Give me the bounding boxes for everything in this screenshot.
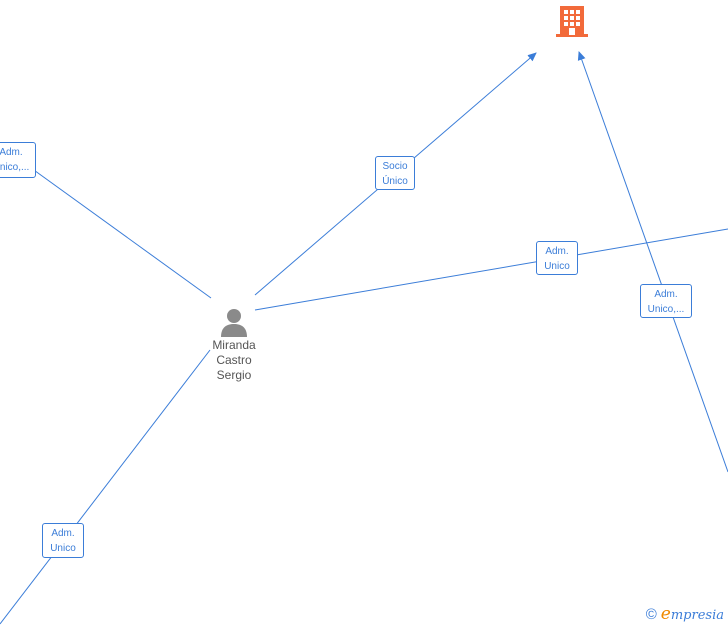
edge-label-adm-unico-company[interactable]: Adm. Unico,...	[640, 284, 692, 318]
person-name-line: Sergio	[216, 368, 252, 382]
edge-label-socio-unico[interactable]: Socio Único	[375, 156, 415, 190]
company-node[interactable]	[555, 3, 589, 37]
edge-label-adm-unico-left[interactable]: Adm. Unico,...	[0, 142, 36, 178]
edge-label-line: Adm.	[654, 289, 678, 300]
empresia-watermark: © empresia	[646, 604, 724, 624]
edge-adm-unico-left	[19, 159, 212, 299]
edge-label-line: Unico	[544, 261, 570, 272]
edge-label-adm-unico-bottom[interactable]: Adm. Unico	[42, 523, 84, 558]
person-node[interactable]: Miranda Castro Sergio	[202, 306, 266, 383]
edge-label-line: Adm.	[51, 528, 75, 539]
edge-label-line: Unico	[50, 543, 76, 554]
person-name: Miranda Castro Sergio	[202, 338, 266, 383]
copyright-symbol: ©	[645, 605, 657, 623]
edge-adm-unico-company	[577, 51, 728, 473]
edge-adm-unico-right	[254, 228, 728, 311]
logo-e: e	[660, 604, 671, 624]
person-name-line: Castro	[216, 353, 252, 367]
person-name-line: Miranda	[212, 338, 256, 352]
edge-label-line: Socio	[382, 161, 408, 172]
empresia-logo: empresia	[661, 604, 724, 624]
edge-label-line: Unico,...	[647, 304, 685, 315]
building-icon	[556, 6, 588, 37]
edge-label-adm-unico-right[interactable]: Adm. Unico	[536, 241, 578, 275]
edge-label-line: Único	[382, 176, 408, 187]
edge-adm-unico-bottom	[0, 349, 211, 625]
logo-text: mpresia	[670, 608, 724, 623]
edge-label-line: Unico,...	[0, 162, 30, 173]
edge-label-line: Adm.	[0, 147, 23, 158]
edge-label-line: Adm.	[545, 246, 569, 257]
person-icon	[221, 309, 247, 337]
